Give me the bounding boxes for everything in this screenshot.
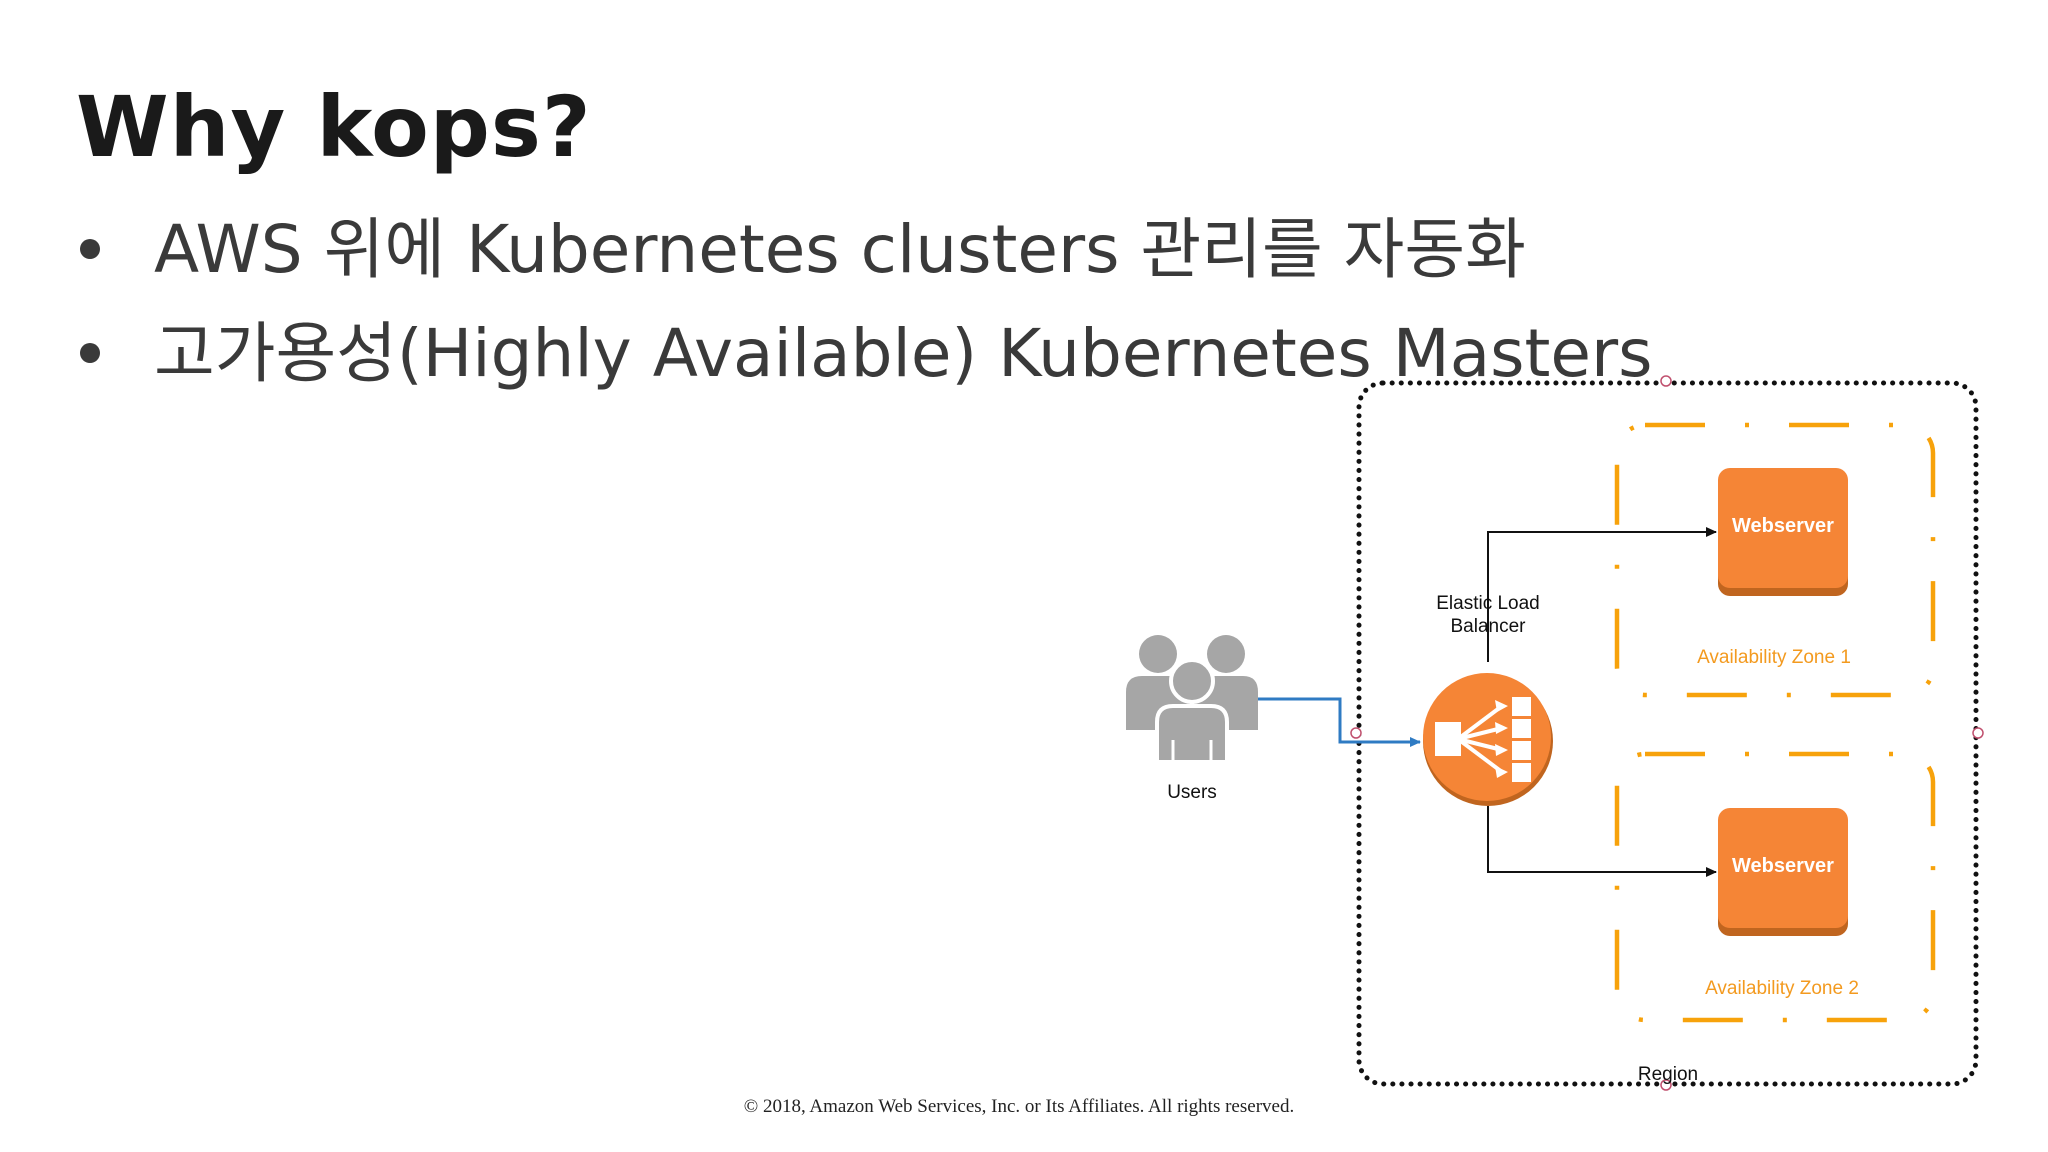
bullet-text: 고가용성(Highly Available) Kubernetes Master… [154,315,1653,392]
elb-label-line1: Elastic Load [1436,593,1540,614]
availability-zone-2-label: Availability Zone 2 [1705,978,1859,999]
selection-handle [1660,1079,1672,1091]
webserver-2-node: Webserver [1718,808,1848,936]
copyright-text: © 2018, Amazon Web Services, Inc. or Its… [743,1096,1295,1117]
selection-handle [1660,375,1672,387]
elb-to-webserver-2-arrow [1487,806,1717,877]
bullet-item: 고가용성(Highly Available) Kubernetes Master… [76,309,1653,413]
users-to-elb-arrow [1258,697,1421,747]
webserver-1-label: Webserver [1732,515,1834,537]
bullet-dot-icon [80,239,100,259]
elb-to-webserver-1-arrow [1487,527,1717,662]
bullet-dot-icon [80,343,100,363]
slide-title: Why kops? [76,78,592,176]
users-label: Users [1167,782,1217,803]
selection-handle [1350,727,1362,739]
bullet-item: AWS 위에 Kubernetes clusters 관리를 자동화 [76,205,1653,309]
availability-zone-1-label: Availability Zone 1 [1697,647,1851,668]
selection-handle [1972,727,1984,739]
elb-label-line2: Balancer [1451,616,1527,637]
users-icon [1126,635,1258,764]
bullet-text: AWS 위에 Kubernetes clusters 관리를 자동화 [154,211,1526,288]
webserver-1-node: Webserver [1718,468,1848,596]
webserver-2-label: Webserver [1732,855,1834,877]
load-balancer-icon [1423,673,1553,806]
availability-zone-2-boundary [1614,751,1936,1023]
region-label: Region [1638,1064,1698,1085]
bullet-list: AWS 위에 Kubernetes clusters 관리를 자동화 고가용성(… [76,205,1653,413]
copyright-footer: © 2018, Amazon Web Services, Inc. or Its… [0,1096,2048,1118]
